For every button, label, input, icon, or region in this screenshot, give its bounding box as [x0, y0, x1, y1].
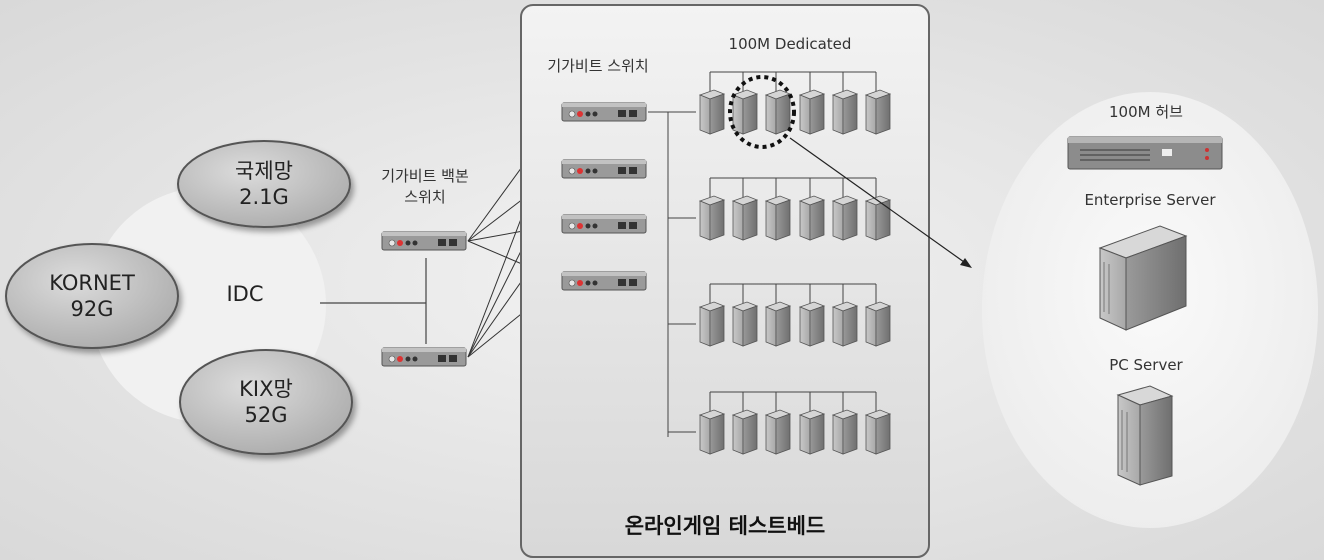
testbed-panel	[520, 4, 930, 558]
server-1-3	[764, 89, 792, 135]
kix-name: KIX망	[239, 377, 293, 401]
server-2-3	[764, 195, 792, 241]
kornet-oval	[5, 243, 179, 349]
backbone-switch-label-line2: 스위치	[404, 188, 446, 206]
backbone-switch-bottom	[381, 347, 467, 367]
server-4-6	[864, 409, 892, 455]
server-2-4	[798, 195, 826, 241]
server-4-5	[831, 409, 859, 455]
gigabit-switch-4	[561, 271, 647, 291]
detail-arrow	[789, 137, 965, 263]
pc-server-label: PC Server	[1109, 356, 1183, 374]
kix-oval	[179, 349, 353, 455]
server-1-5	[831, 89, 859, 135]
idc-backbone-lines	[320, 258, 427, 344]
intl-network-bandwidth: 2.1G	[239, 185, 289, 209]
detail-arrowhead	[960, 258, 972, 268]
server-3-1	[698, 301, 726, 347]
server-4-2	[731, 409, 759, 455]
server-1-6	[864, 89, 892, 135]
server-2-6	[864, 195, 892, 241]
intl-network-oval	[177, 140, 351, 228]
gigabit-switch-2	[561, 159, 647, 179]
server-4-3	[764, 409, 792, 455]
server-3-5	[831, 301, 859, 347]
gigabit-switch-3	[561, 214, 647, 234]
server-bus	[648, 111, 669, 437]
hub-device	[1067, 136, 1223, 170]
server-3-3	[764, 301, 792, 347]
kornet-bandwidth: 92G	[70, 297, 114, 321]
server-3-2	[731, 301, 759, 347]
server-4-4	[798, 409, 826, 455]
server-1-4	[798, 89, 826, 135]
backbone-switch-top	[381, 231, 467, 251]
kix-bandwidth: 52G	[244, 403, 288, 427]
enterprise-server	[1098, 225, 1188, 331]
intl-network-name: 국제망	[235, 159, 293, 183]
highlight-circle	[728, 75, 796, 149]
idc-label: IDC	[226, 282, 264, 306]
pc-server	[1116, 385, 1174, 486]
server-1-1	[698, 89, 726, 135]
server-4-1	[698, 409, 726, 455]
server-2-2	[731, 195, 759, 241]
dedicated-label: 100M Dedicated	[728, 35, 852, 53]
kornet-name: KORNET	[49, 271, 135, 295]
hub-label: 100M 허브	[1109, 103, 1183, 121]
server-1-2	[731, 89, 759, 135]
enterprise-server-label: Enterprise Server	[1084, 191, 1216, 209]
server-2-1	[698, 195, 726, 241]
gigabit-switch-label: 기가비트 스위치	[547, 57, 649, 75]
backbone-switch-label-line1: 기가비트 백본	[381, 167, 469, 185]
testbed-title: 온라인게임 테스트베드	[624, 514, 826, 538]
server-2-5	[831, 195, 859, 241]
gigabit-switch-1	[561, 102, 647, 122]
server-3-4	[798, 301, 826, 347]
server-3-6	[864, 301, 892, 347]
